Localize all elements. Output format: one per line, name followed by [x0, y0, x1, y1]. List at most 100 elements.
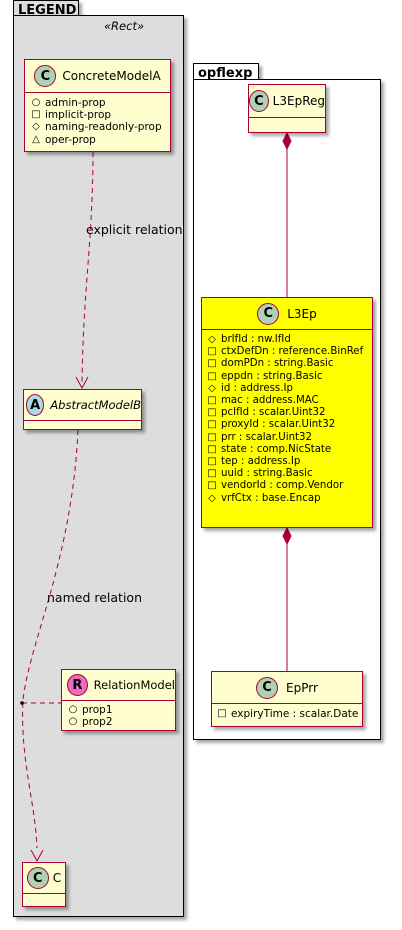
- explicit-relation-arrowhead: [75, 376, 89, 390]
- attribute-text: admin-prop: [45, 97, 106, 109]
- l3ep-composition-diamond: [282, 526, 292, 546]
- attribute-row: □ vendorId : comp.Vendor: [207, 480, 372, 492]
- legend-package-body: [13, 15, 184, 917]
- relation-junction-dot: [20, 701, 24, 705]
- protected-visibility-icon: ◇: [208, 382, 216, 394]
- attribute-row: □ pcIfId : scalar.Uint32: [207, 407, 372, 419]
- class-spot-icon: C: [249, 90, 269, 112]
- attribute-row: □expiryTime : scalar.Date: [217, 708, 362, 720]
- class-spot-icon: C: [257, 302, 280, 325]
- private-visibility-icon: □: [31, 109, 41, 121]
- attribute-row: □ state : comp.NicState: [207, 444, 372, 456]
- class-concrete-model-a[interactable]: C ConcreteModelA ○ admin-prop □ implicit-p…: [24, 59, 171, 152]
- private-visibility-icon: □: [207, 480, 217, 492]
- private-visibility-icon: □: [217, 708, 227, 719]
- attribute-text: oper-prop: [45, 133, 96, 146]
- class-l3epreg[interactable]: C L3EpReg: [248, 84, 326, 133]
- private-visibility-icon: □: [207, 431, 217, 443]
- attribute-text: implicit-prop: [45, 109, 112, 122]
- attribute-text: prop1: [82, 704, 113, 716]
- public-visibility-icon: ○: [68, 704, 78, 715]
- private-visibility-icon: □: [207, 395, 217, 407]
- attribute-text: prr : scalar.Uint32: [221, 431, 312, 443]
- opflexp-package-tab: opflexp: [193, 63, 259, 81]
- attribute-text: prop2: [82, 716, 113, 729]
- attribute-text: pcIfId : scalar.Uint32: [221, 407, 326, 419]
- legend-package-tab: LEGEND: [13, 0, 79, 18]
- attribute-text: brIfId : nw.IfId: [221, 334, 291, 345]
- explicit-relation-line: [81, 151, 94, 385]
- private-visibility-icon: □: [207, 456, 217, 468]
- attribute-row: ○ prop1: [68, 704, 175, 716]
- private-visibility-icon: □: [207, 419, 217, 431]
- private-visibility-icon: □: [207, 443, 217, 455]
- attribute-row: □ implicit-prop: [31, 109, 170, 121]
- class-header: C EpPrr: [212, 672, 362, 704]
- legend-stereotype: «Rect»: [103, 19, 145, 33]
- attribute-row: □ prr : scalar.Uint32: [207, 432, 372, 444]
- attribute-text: tep : address.Ip: [221, 456, 301, 468]
- attribute-text: id : address.Ip: [221, 382, 293, 394]
- class-header: A AbstractModelB: [24, 390, 141, 421]
- class-header: R RelationModel: [62, 670, 175, 701]
- attribute-row: □eppdn : string.Basic: [207, 371, 372, 383]
- explicit-relation-label: explicit relation: [86, 222, 183, 237]
- class-name: ConcreteModelA: [62, 69, 161, 83]
- abstract-spot-icon: A: [26, 394, 45, 416]
- class-header: C L3Ep: [202, 298, 372, 330]
- attribute-row: □ctxDefDn : reference.BinRef: [207, 346, 372, 358]
- private-visibility-icon: □: [207, 358, 217, 370]
- class-header: C ConcreteModelA: [25, 60, 170, 93]
- class-name: RelationModel: [93, 678, 175, 692]
- attribute-row: □ mac : address.MAC: [207, 395, 372, 407]
- class-spot-icon: C: [256, 676, 279, 699]
- class-name: EpPrr: [286, 680, 318, 695]
- legend-package-title: LEGEND: [18, 3, 77, 18]
- private-visibility-icon: □: [207, 407, 217, 419]
- class-name: AbstractModelB: [50, 398, 141, 412]
- opflexp-package-title: opflexp: [198, 66, 253, 81]
- attribute-text: uuid : string.Basic: [221, 468, 313, 480]
- class-l3ep[interactable]: C L3Ep ◇ brIfId : nw.IfId □ctxDefDn : ref…: [201, 297, 373, 528]
- class-abstract-model-b[interactable]: A AbstractModelB: [23, 389, 142, 430]
- attribute-text: vendorId : comp.Vendor: [221, 480, 344, 492]
- attribute-row: ○ prop2: [68, 716, 175, 728]
- attribute-row: ◇ vrfCtx : base.Encap: [207, 493, 372, 505]
- class-header: C C: [23, 863, 65, 894]
- attribute-text: mac : address.MAC: [221, 395, 319, 407]
- private-visibility-icon: □: [207, 468, 217, 480]
- public-visibility-icon: ○: [68, 716, 78, 728]
- attribute-row: □ tep : address.Ip: [207, 456, 372, 468]
- class-spot-icon: C: [26, 867, 49, 889]
- class-header: C L3EpReg: [249, 85, 325, 118]
- relation-spot-icon: R: [67, 674, 88, 696]
- private-visibility-icon: □: [207, 346, 217, 358]
- attribute-row: □ proxyId : scalar.Uint32: [207, 419, 372, 431]
- attribute-text: eppdn : string.Basic: [221, 370, 323, 382]
- named-relation-line: [22, 429, 79, 849]
- class-attributes: □expiryTime : scalar.Date: [212, 704, 362, 722]
- protected-visibility-icon: ◇: [32, 121, 40, 133]
- protected-visibility-icon: ◇: [208, 334, 216, 345]
- attribute-text: state : comp.NicState: [221, 443, 332, 455]
- class-name: L3EpReg: [272, 94, 325, 108]
- attribute-row: △ oper-prop: [31, 134, 170, 146]
- protected-visibility-icon: ◇: [208, 492, 216, 504]
- named-relation-arrowhead: [30, 849, 44, 863]
- class-attributes: ◇ brIfId : nw.IfId □ctxDefDn : reference.…: [202, 330, 372, 507]
- attribute-text: domPDn : string.Basic: [221, 358, 334, 370]
- public-visibility-icon: ○: [31, 97, 41, 108]
- class-epprr[interactable]: C EpPrr □expiryTime : scalar.Date: [211, 671, 363, 727]
- attribute-text: proxyId : scalar.Uint32: [221, 419, 336, 431]
- attribute-row: ◇ naming-readonly-prop: [31, 121, 170, 133]
- attribute-text: vrfCtx : base.Encap: [221, 492, 321, 504]
- class-name: L3Ep: [287, 306, 317, 321]
- attribute-row: ◇ id : address.Ip: [207, 383, 372, 395]
- attribute-row: ○ admin-prop: [31, 97, 170, 109]
- attribute-text: naming-readonly-prop: [45, 121, 162, 134]
- package-visibility-icon: △: [32, 133, 40, 145]
- class-c[interactable]: C C: [22, 862, 66, 907]
- named-relation-label: named relation: [47, 590, 142, 605]
- class-relation-model[interactable]: R RelationModel ○ prop1 ○ prop2: [61, 669, 176, 731]
